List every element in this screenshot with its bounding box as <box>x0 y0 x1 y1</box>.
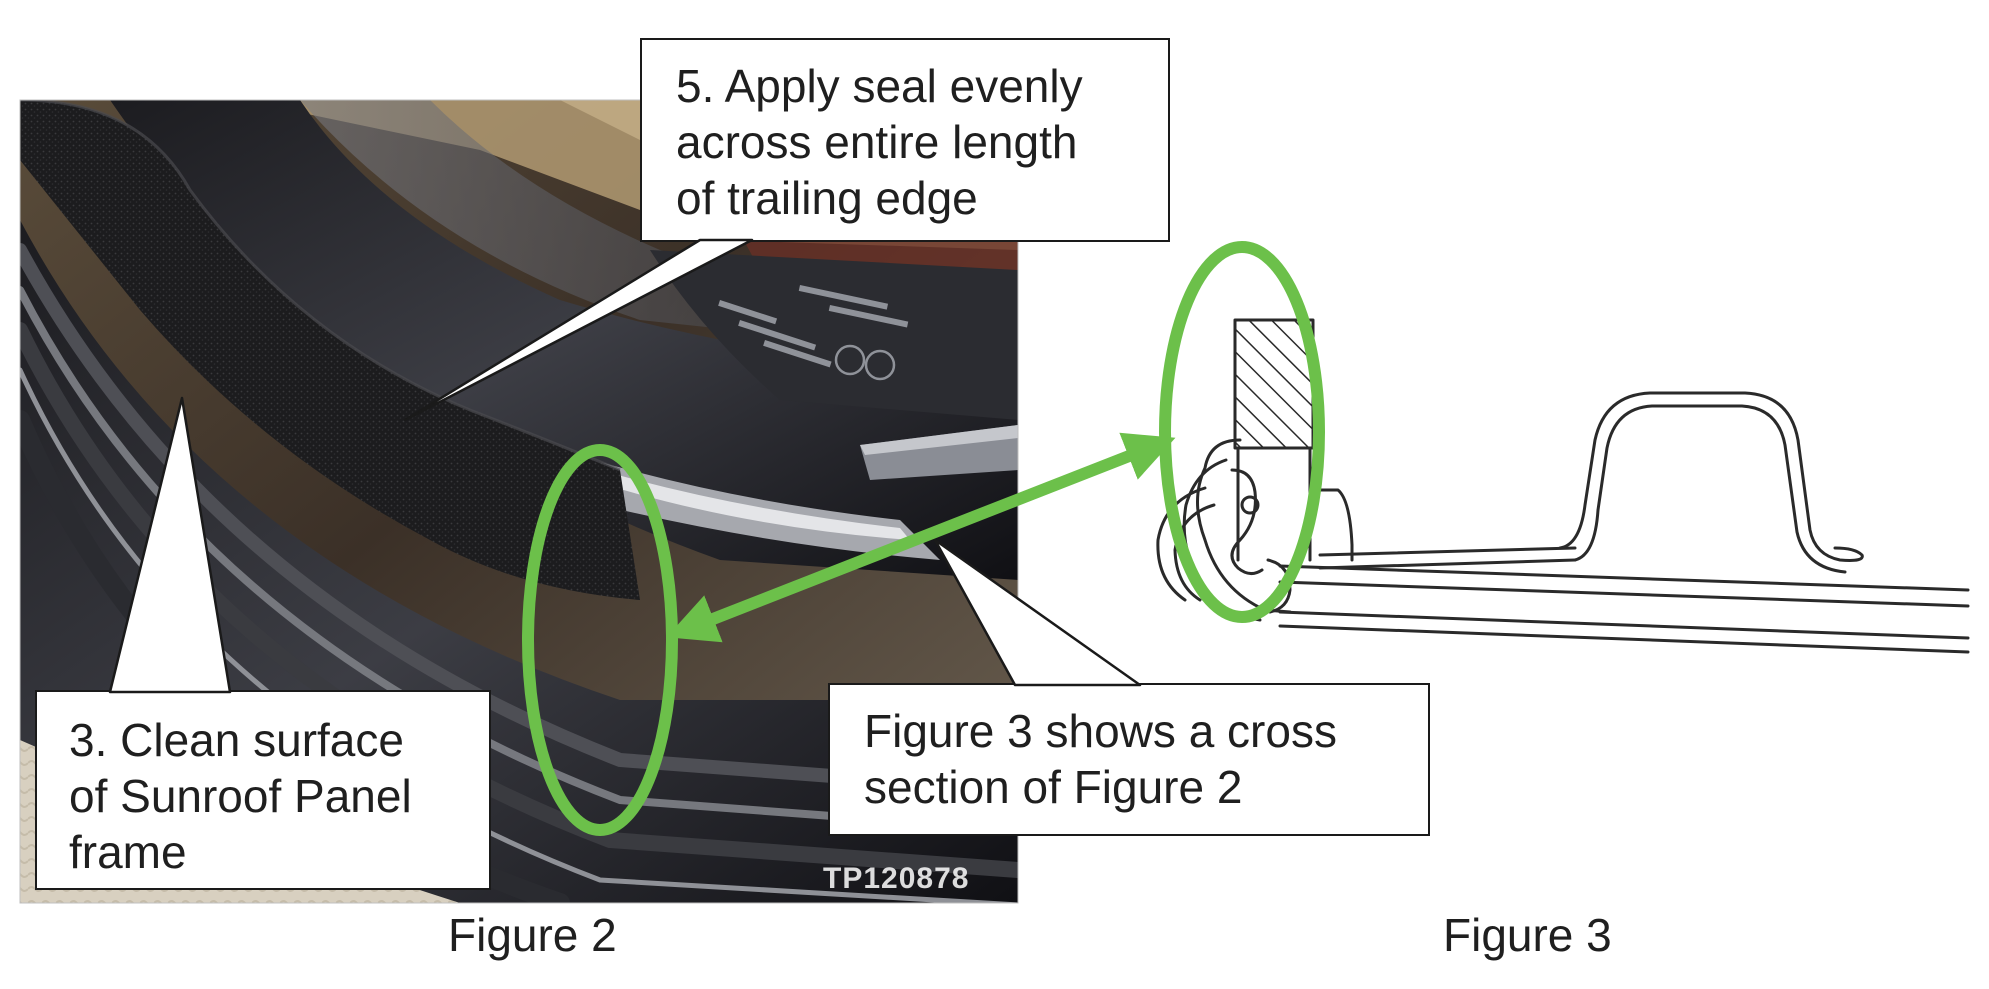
callout-cross-section-line-2: section of Figure 2 <box>864 761 1243 813</box>
callout-apply-seal-line-2: across entire length <box>676 116 1078 168</box>
callout-apply-seal: 5. Apply seal evenly across entire lengt… <box>640 38 1170 242</box>
callout-cross-section: Figure 3 shows a cross section of Figure… <box>828 683 1430 836</box>
figure-2-caption: Figure 2 <box>448 909 617 961</box>
callout-clean-surface: 3. Clean surface of Sunroof Panel frame <box>35 690 491 890</box>
callout-apply-seal-line-3: of trailing edge <box>676 172 978 224</box>
callout-clean-surface-line-3: frame <box>69 826 187 878</box>
callout-cross-section-line-1: Figure 3 shows a cross <box>864 705 1337 757</box>
photo-watermark: TP120878 <box>823 862 970 895</box>
callout-clean-surface-line-2: of Sunroof Panel <box>69 770 412 822</box>
callout-clean-surface-line-1: 3. Clean surface <box>69 714 404 766</box>
figure-3-caption: Figure 3 <box>1443 909 1612 961</box>
callout-apply-seal-line-1: 5. Apply seal evenly <box>676 60 1083 112</box>
